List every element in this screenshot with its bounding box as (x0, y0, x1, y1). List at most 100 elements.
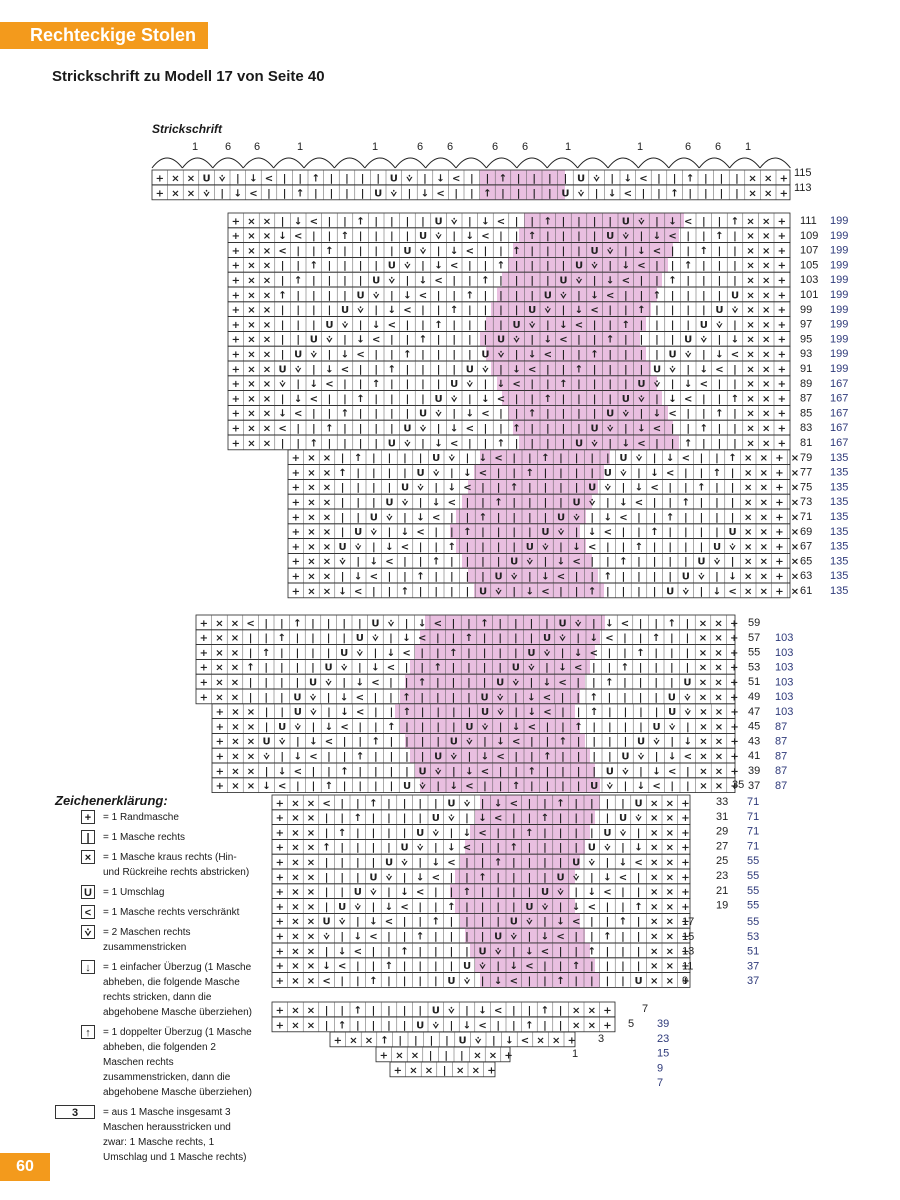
stitch-symbol: ⩒ (341, 320, 349, 331)
stitch-symbol: < (341, 364, 349, 375)
stitch-symbol: | (577, 379, 581, 390)
row-number: 113 (794, 182, 812, 194)
pattern-fill (519, 435, 679, 450)
stitch-symbol: ↓ (575, 305, 583, 316)
stitch-symbol: ↓ (622, 261, 630, 272)
stitch-symbol: < (387, 663, 395, 674)
stitch-symbol: × (215, 633, 223, 644)
stitch-symbol: ↓ (510, 961, 518, 972)
row-number: 37 (748, 780, 760, 792)
stitch-symbol: ↓ (604, 512, 612, 523)
pattern-fill (502, 272, 662, 287)
row-number: 43 (748, 735, 760, 747)
stitch-symbol: | (420, 648, 424, 659)
stitch-symbol: U (635, 798, 643, 809)
pattern-fill (475, 809, 595, 825)
stitch-symbol: | (637, 557, 641, 568)
row-number: 59 (748, 617, 760, 629)
stitch-symbol: < (481, 766, 489, 777)
stitch-symbol: U (668, 707, 676, 718)
stitch-symbol: + (780, 173, 788, 184)
stitch-symbol: | (497, 527, 501, 538)
stitch-symbol: ↑ (483, 188, 491, 199)
stitch-symbol: | (311, 633, 315, 644)
stitch-symbol: | (528, 572, 532, 583)
row-number: 25 (716, 855, 728, 867)
stitch-symbol: | (450, 527, 454, 538)
stitch-symbol: | (312, 246, 316, 257)
stitch-symbol: | (405, 663, 409, 674)
stitch-symbol: ⩒ (496, 692, 504, 703)
stitch-symbol: | (606, 586, 610, 597)
pattern-fill (455, 869, 575, 884)
stitch-symbol: | (624, 350, 628, 361)
stitch-symbol: ⩒ (218, 173, 226, 184)
stitch-symbol: ↓ (419, 276, 427, 287)
stitch-symbol: ↓ (637, 246, 645, 257)
legend-item: ↑= 1 doppelter Überzug (1 Masche abheben… (55, 1025, 255, 1100)
stitch-symbol: | (530, 737, 534, 748)
stitch-symbol: × (263, 261, 271, 272)
stitch-symbol: | (361, 188, 365, 199)
stitch-symbol: | (465, 917, 469, 928)
stitch-symbol: | (372, 813, 376, 824)
row-number: 73 (800, 496, 812, 508)
stitch-symbol: | (496, 961, 500, 972)
stitch-symbol: | (403, 917, 407, 928)
stitch-symbol: + (681, 798, 689, 809)
pattern-fill (486, 316, 646, 332)
stitch-symbol: ↑ (479, 512, 487, 523)
stitch-symbol: × (263, 409, 271, 420)
stitch-symbol: | (406, 216, 410, 227)
stitch-symbol: | (574, 946, 578, 957)
stitch-symbol: ↓ (668, 216, 676, 227)
stitch-symbol: + (775, 498, 783, 509)
scallop-edge (242, 157, 274, 169)
stitch-symbol: | (702, 409, 706, 420)
stitch-symbol: | (733, 409, 737, 420)
stitch-symbol: < (494, 813, 502, 824)
stitch-symbol: ⩒ (435, 231, 443, 242)
stitch-symbol: < (541, 586, 549, 597)
stitch-symbol: | (512, 1020, 516, 1031)
stitch-symbol: × (744, 542, 752, 553)
stitch-symbol: + (276, 902, 284, 913)
stitch-symbol: U (713, 542, 721, 553)
stitch-symbol: | (434, 976, 438, 987)
row-number: 83 (800, 422, 812, 434)
stitch-symbol: ⩒ (309, 707, 317, 718)
stitch-symbol: + (681, 932, 689, 943)
stitch-symbol: | (670, 663, 674, 674)
stitch-symbol: | (639, 692, 643, 703)
stitch-symbol: | (686, 409, 690, 420)
stitch-symbol: | (421, 364, 425, 375)
pattern-fill (470, 824, 590, 840)
stitch-symbol: + (778, 216, 786, 227)
stitch-symbol: | (673, 173, 677, 184)
stitch-symbol: × (263, 379, 271, 390)
stitch-symbol: | (543, 858, 547, 869)
stitch-symbol: | (452, 766, 456, 777)
outer-row-number: 103 (775, 647, 793, 659)
stitch-symbol: | (374, 231, 378, 242)
stitch-symbol: ⩒ (526, 557, 534, 568)
stitch-symbol: × (231, 737, 239, 748)
stitch-symbol: ⩒ (354, 542, 362, 553)
stitch-symbol: | (374, 394, 378, 405)
stitch-symbol: ↑ (494, 498, 502, 509)
stitch-symbol: × (291, 858, 299, 869)
stitch-symbol: | (421, 707, 425, 718)
stitch-symbol: | (296, 424, 300, 435)
stitch-symbol: + (681, 858, 689, 869)
stitch-symbol: × (187, 188, 195, 199)
stitch-symbol: | (452, 335, 456, 346)
outer-row-number: 199 (830, 319, 848, 331)
stitch-symbol: | (450, 961, 454, 972)
pattern-fill (470, 943, 590, 958)
stitch-symbol: | (530, 678, 534, 689)
pattern-fill (468, 479, 598, 495)
stitch-symbol: | (296, 678, 300, 689)
stitch-symbol: | (499, 364, 503, 375)
stitch-symbol: × (699, 618, 707, 629)
stitch-symbol: | (654, 692, 658, 703)
